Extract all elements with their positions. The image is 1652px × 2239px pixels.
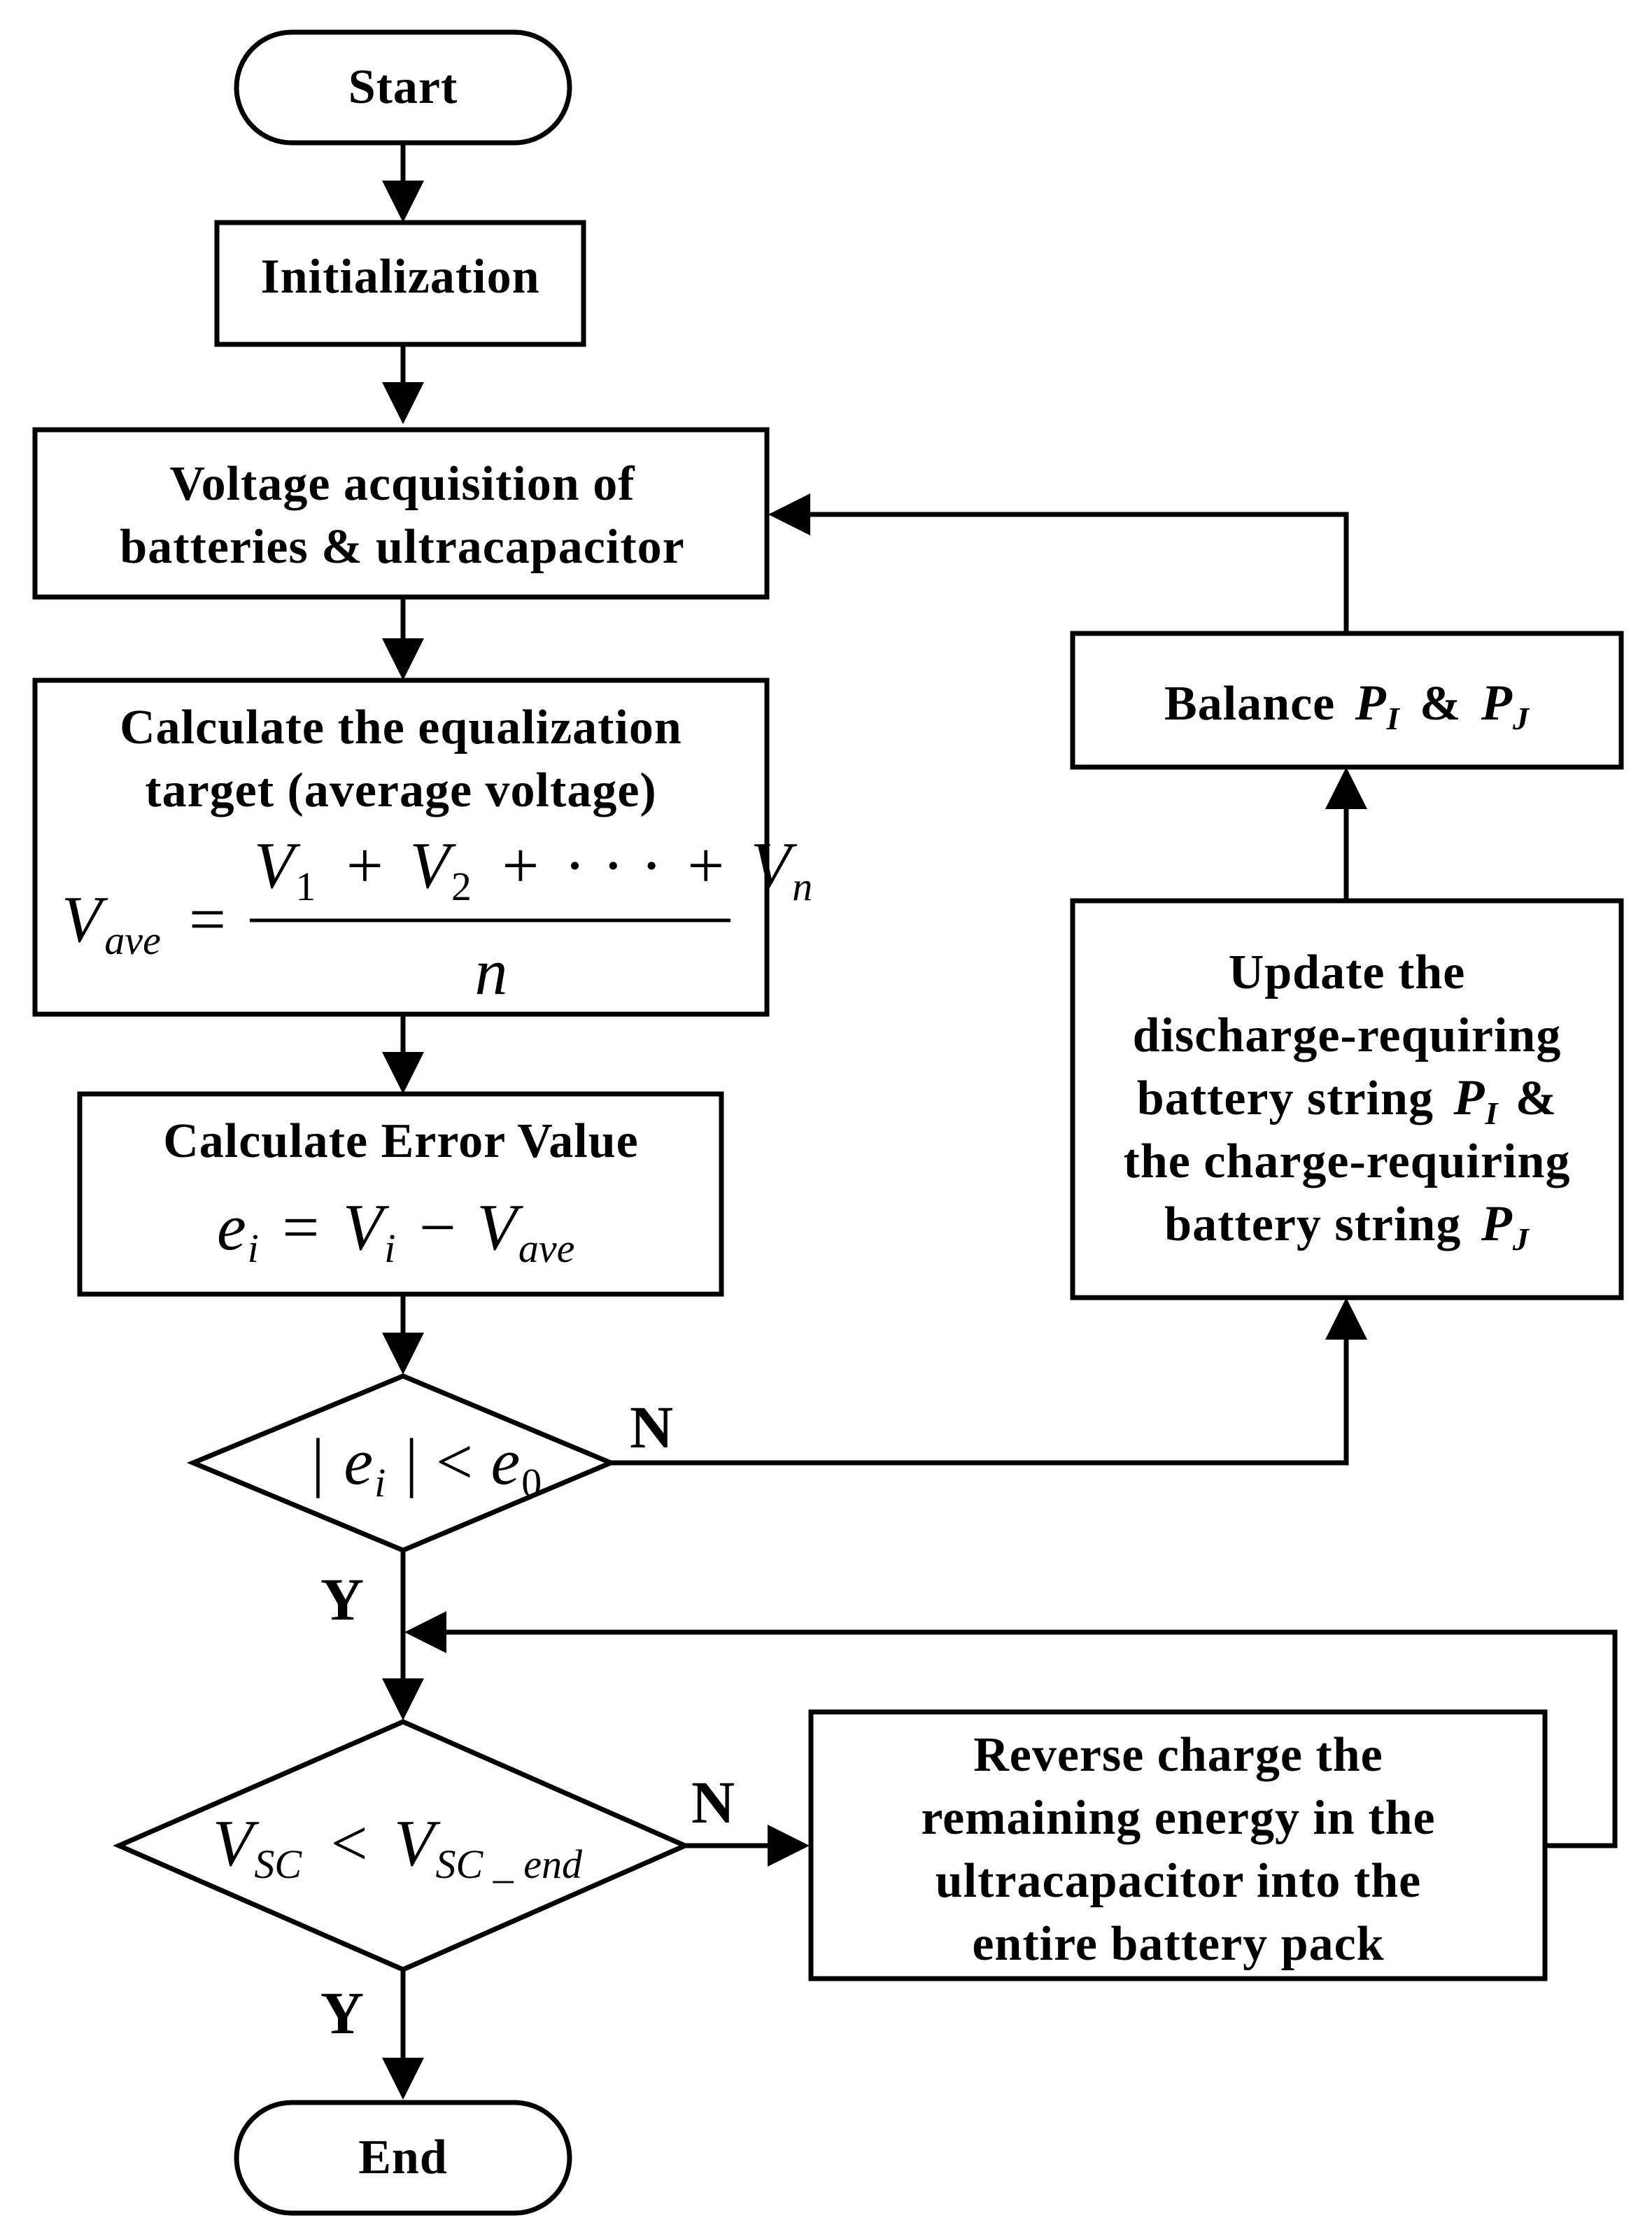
arrowhead-error-dec1	[382, 1333, 424, 1375]
acquisition-box: Voltage acquisition of batteries & ultra…	[32, 427, 770, 600]
arrowhead-reverse-loop	[404, 1611, 446, 1653]
vave-lhs: Vave	[62, 883, 161, 963]
update-line-5: battery string PJ	[1164, 1195, 1530, 1257]
arrowhead-acq-target	[382, 638, 424, 680]
end-label: End	[358, 2131, 448, 2184]
arrowhead-target-error	[382, 1052, 424, 1094]
start-label: Start	[348, 60, 458, 114]
arrowhead-start-init	[382, 181, 424, 223]
update-line-3: battery string PI &	[1137, 1069, 1557, 1135]
acq-line-2: batteries & ultracapacitor	[120, 520, 684, 574]
arrowhead-update-balance	[1325, 767, 1367, 809]
init-label: Initialization	[260, 250, 539, 304]
reverse-line-4: entire battery pack	[972, 1917, 1384, 1971]
arrow-dec1-update	[611, 1338, 1349, 1466]
acq-line-1: Voltage acquisition of	[169, 457, 635, 511]
dec1-formula: | ei | < e0	[311, 1426, 542, 1511]
arrowhead-dec1-update	[1325, 1298, 1367, 1340]
decision-ultracap-voltage: VSC < VSC _ end	[113, 1719, 691, 1972]
reverse-line-1: Reverse charge the	[973, 1728, 1383, 1782]
arrowhead-dec1-dec2	[382, 1678, 424, 1720]
target-box: Calculate the equalization target (avera…	[32, 678, 812, 1017]
update-line-2: discharge-requiring	[1133, 1009, 1562, 1062]
connectors	[382, 143, 1618, 2100]
balance-label: Balance PI & PJ	[1164, 675, 1530, 741]
dec2-no-label: N	[691, 1769, 735, 1836]
arrowhead-dec2-end	[382, 2058, 424, 2100]
dec2-yes-label: Y	[320, 1979, 364, 2047]
update-box: Update the discharge-requiring battery s…	[1070, 898, 1624, 1300]
dec2-formula: VSC < VSC _ end	[213, 1807, 583, 1893]
error-box: Calculate Error Value ei = Vi − Vave	[77, 1091, 724, 1297]
start-terminal: Start	[234, 29, 572, 146]
vave-equals: =	[189, 883, 226, 956]
end-terminal: End	[234, 2100, 572, 2216]
vave-numerator: V1 + V2 + · · · + Vn	[254, 829, 812, 915]
reverse-line-2: remaining energy in the	[921, 1791, 1435, 1845]
decision-error-threshold: | ei | < e0	[186, 1373, 618, 1553]
update-line-4: the charge-requiring	[1124, 1135, 1571, 1188]
target-line-1: Calculate the equalization	[120, 701, 682, 754]
average-voltage-formula: Vave = V1 + V2 + · · · + Vn n	[62, 829, 812, 1009]
dec1-yes-label: Y	[320, 1566, 364, 1633]
arrowhead-balance-acq	[768, 493, 810, 535]
update-line-1: Update the	[1229, 946, 1466, 999]
reverse-line-3: ultracapacitor into the	[936, 1854, 1421, 1908]
arrowhead-dec2-reverse	[768, 1825, 810, 1867]
balance-box: Balance PI & PJ	[1070, 631, 1624, 770]
reverse-charge-box: Reverse charge the remaining energy in t…	[808, 1709, 1548, 1981]
arrowhead-init-acq	[382, 382, 424, 424]
arrow-reverse-loop	[445, 1629, 1618, 1848]
error-formula: ei = Vi − Vave	[217, 1191, 574, 1277]
target-line-2: target (average voltage)	[145, 764, 656, 817]
dec1-no-label: N	[630, 1394, 673, 1461]
arrow-balance-acq	[809, 512, 1349, 633]
init-box: Initialization	[214, 220, 586, 347]
vave-denominator: n	[475, 936, 508, 1009]
error-title: Calculate Error Value	[163, 1114, 639, 1168]
